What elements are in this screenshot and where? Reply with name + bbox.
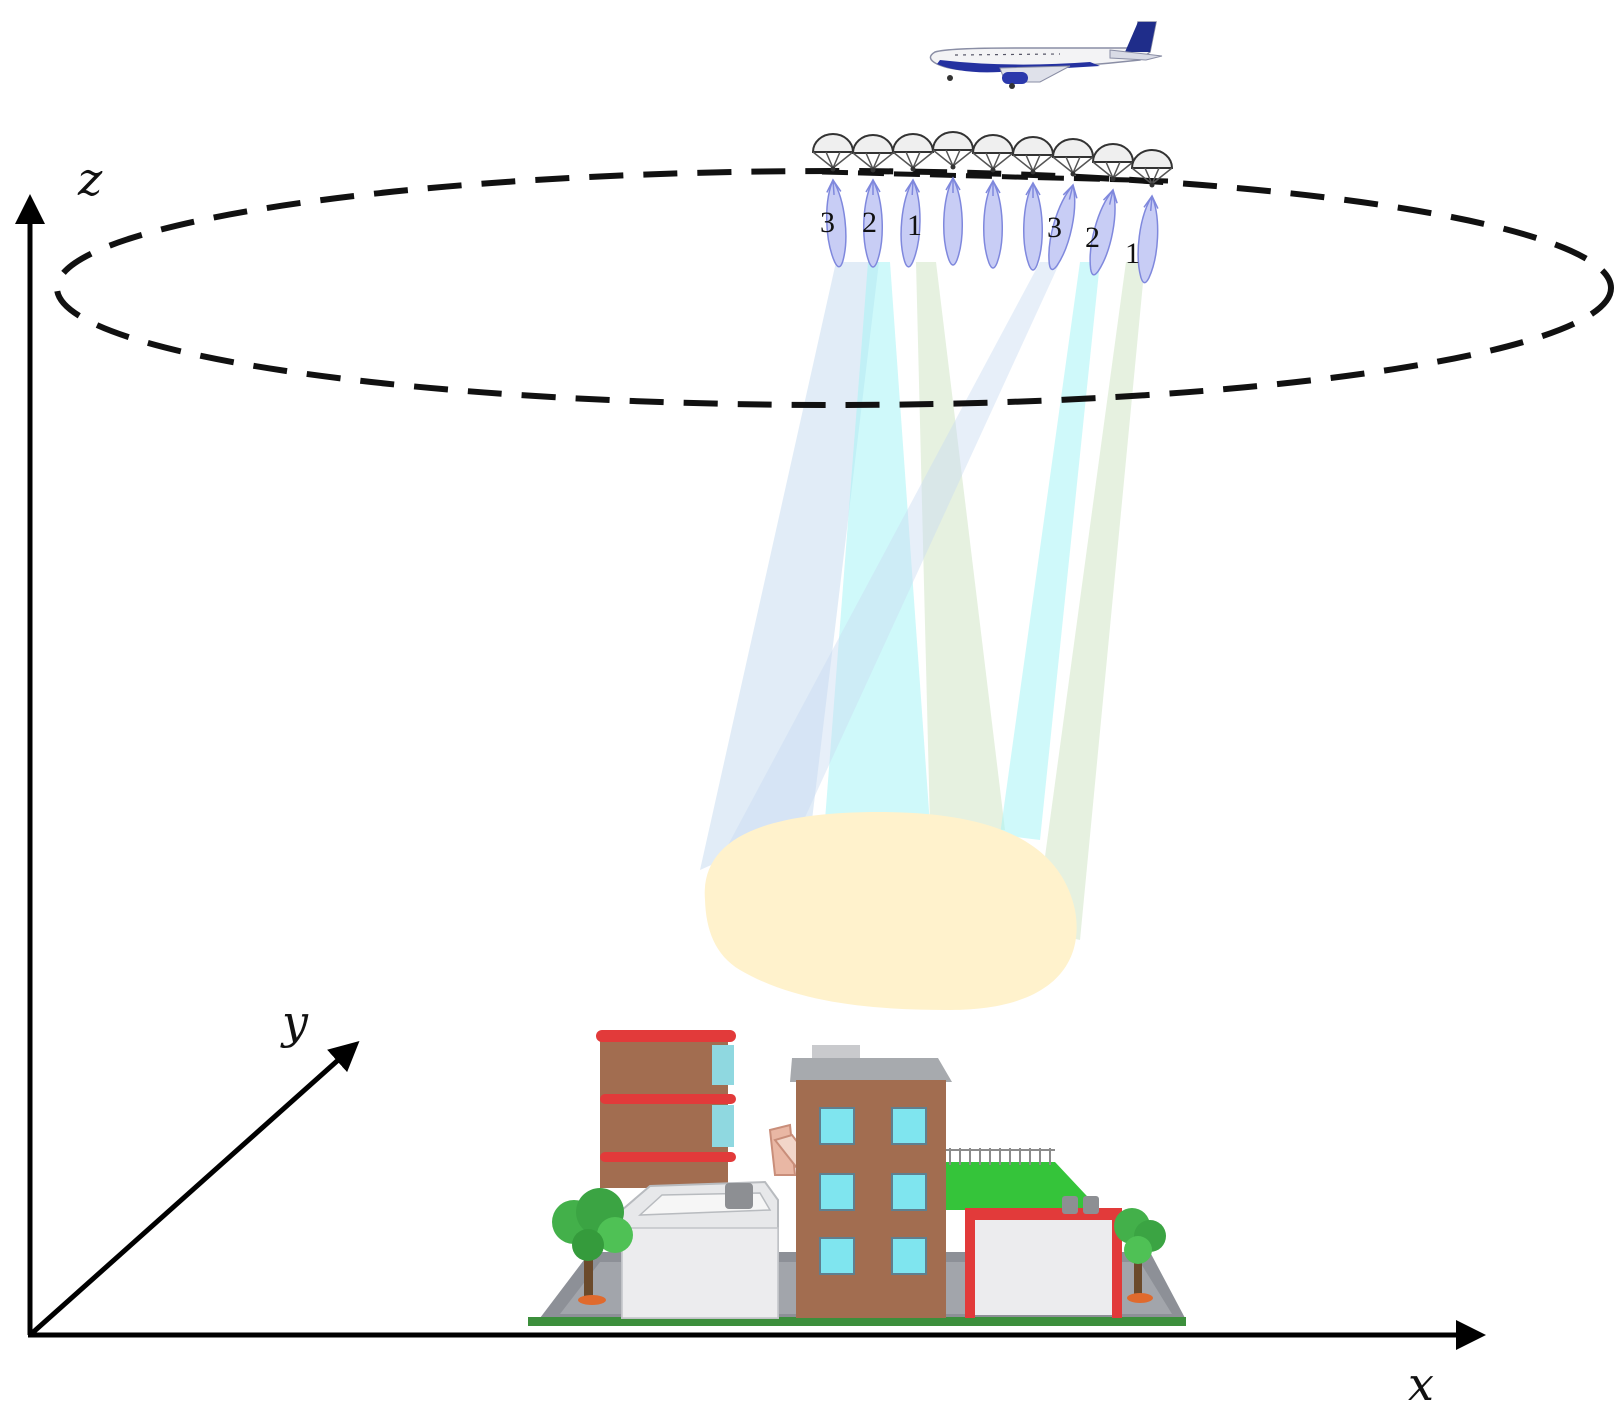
tree-right [1114,1208,1166,1303]
beam-label: 1 [907,209,922,242]
central-building [790,1045,952,1318]
radiation-lobe [826,178,847,268]
parachute-drone-icon [1091,143,1135,182]
radiation-lobe [1048,183,1078,271]
z-axis-label: z [77,152,103,206]
city-base-edge [528,1317,1186,1326]
parachute-drone-icon [811,133,855,172]
radiation-lobe [1137,194,1159,284]
uav-swarm [811,131,1174,188]
parachute-drone-icon [1051,138,1095,177]
beam-group [700,262,1145,940]
city-lawn [930,1162,1100,1210]
beam-label: 3 [1047,211,1062,244]
crosswalk [948,1210,968,1252]
beam-1-left [700,262,879,870]
parachute-drone-icon [1130,149,1174,188]
radiation-lobe [943,176,963,266]
parachute-drone-icon [971,134,1015,173]
beam-3-right [1035,262,1145,940]
radiation-lobes [826,176,1159,284]
y-axis [28,1041,360,1337]
beam-label: 2 [1085,221,1100,254]
radiation-lobe [900,178,921,268]
beam-1-right [720,262,1060,860]
radiation-lobe [1023,181,1043,271]
x-axis-label: x [1408,1357,1434,1411]
airplane-icon [929,21,1163,89]
parachute-drone-icon [931,131,975,170]
beam-label: 2 [862,206,877,239]
city-block-icon [528,1030,1186,1326]
parachute-drone-icon [1011,136,1055,175]
parachute-drone-icon [891,133,935,172]
y-axis-label: y [280,995,309,1049]
radiation-lobe [983,179,1003,269]
beam-2-left [825,262,930,825]
tree-left [552,1188,633,1305]
beam-2-right [1000,262,1100,840]
radiation-lobe [1089,188,1118,276]
beam-label: 3 [820,206,835,239]
white-building-right [965,1196,1122,1318]
beam-labels: 3 2 1 3 2 1 [820,206,1140,270]
beam-footprint [704,812,1077,1010]
beam-3-left [916,262,1005,830]
white-building-left [621,1180,779,1319]
beam-label: 1 [1125,237,1140,270]
radiation-lobe [863,178,883,268]
parachute-drone-icon [851,134,895,173]
swarm-array-line [821,169,1169,184]
coordinate-axes: z x y [14,152,1486,1411]
tall-tower [596,1030,736,1188]
